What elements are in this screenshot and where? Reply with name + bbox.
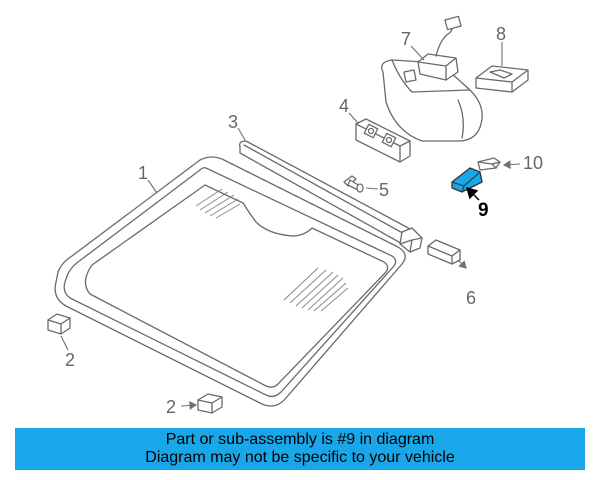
banner-line-part-number: Part or sub-assembly is #9 in diagram xyxy=(165,431,435,448)
callout-1: 1 xyxy=(138,163,148,183)
part-notice-banner: Part or sub-assembly is #9 in diagram Di… xyxy=(15,428,585,470)
highlighted-bracket-part-9[interactable]: 9 xyxy=(451,167,489,221)
stud-part-5: 5 xyxy=(343,175,389,200)
leader-4 xyxy=(348,112,359,124)
spacer-block-part-2-left: 2 xyxy=(47,313,75,370)
windshield-glass-border xyxy=(84,184,389,388)
leader-5 xyxy=(365,187,379,190)
molding-strip-part-3: 3 xyxy=(228,112,423,253)
windshield-glare-upper xyxy=(195,188,241,219)
windshield-edge-offset xyxy=(63,167,397,398)
leader-3 xyxy=(237,127,246,141)
spacer-block-part-2-bottom: 2 xyxy=(166,393,223,417)
windshield-parts-diagram: 1 2 2 3 xyxy=(47,15,543,417)
banner-line-disclaimer: Diagram may not be specific to your vehi… xyxy=(145,449,455,466)
bracket-part-4: 4 xyxy=(339,96,411,163)
clip-part-10: 10 xyxy=(477,153,543,173)
leader-6 xyxy=(457,259,467,269)
leader-9 xyxy=(466,187,480,201)
callout-4: 4 xyxy=(339,96,349,116)
windshield-outer-edge xyxy=(54,156,406,407)
callout-8: 8 xyxy=(496,24,506,44)
leader-10 xyxy=(502,160,521,169)
callout-2-left: 2 xyxy=(65,350,75,370)
leader-2-left xyxy=(60,335,69,351)
clip-part-6: 6 xyxy=(427,239,476,308)
leader-7 xyxy=(410,45,425,61)
callout-2-bottom: 2 xyxy=(166,397,176,417)
callout-5: 5 xyxy=(379,180,389,200)
mirror-housing-part-7: 7 xyxy=(381,15,483,142)
callout-10: 10 xyxy=(523,153,543,173)
callout-9: 9 xyxy=(478,200,489,221)
leader-1 xyxy=(147,179,158,194)
leader-2-bottom xyxy=(180,401,198,410)
callout-6: 6 xyxy=(466,288,476,308)
windshield-glare-lower xyxy=(283,267,349,312)
module-part-8: 8 xyxy=(475,24,529,93)
callout-3: 3 xyxy=(228,112,238,132)
windshield-part-1: 1 xyxy=(54,156,406,407)
callout-7: 7 xyxy=(401,29,411,49)
